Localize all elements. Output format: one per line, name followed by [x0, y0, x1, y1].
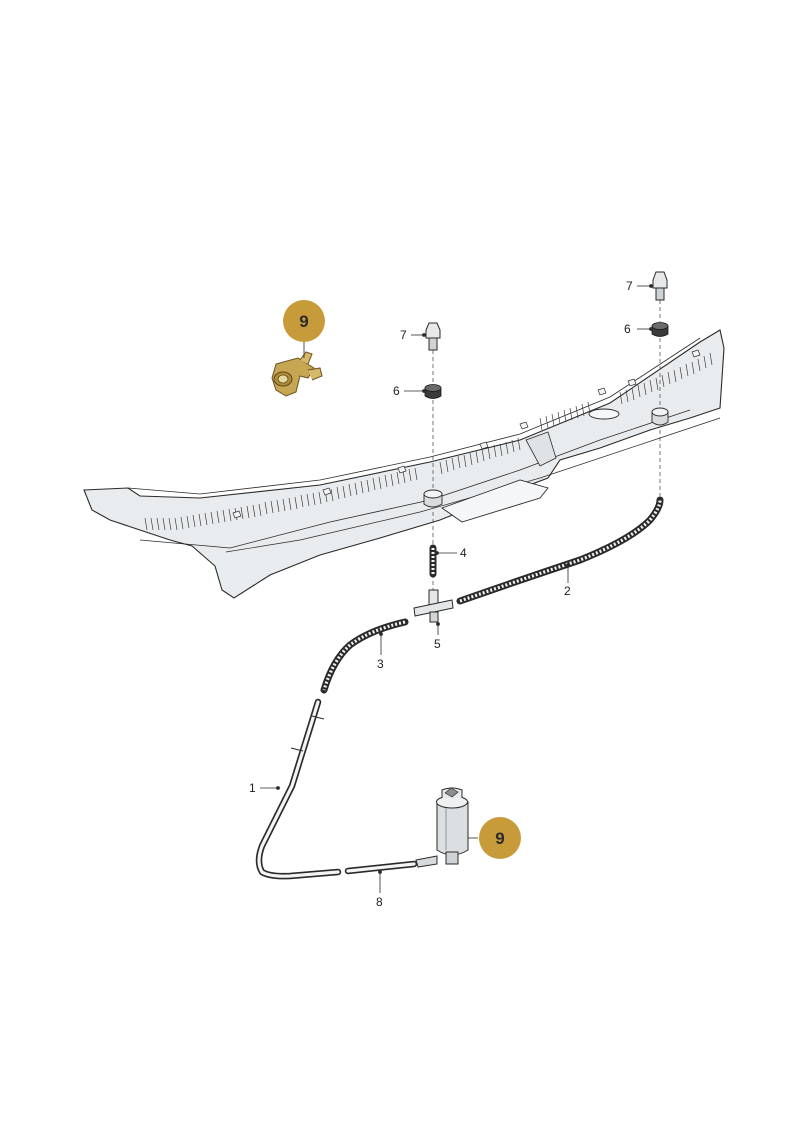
hose-clip-bracket	[271, 351, 323, 397]
hose-8	[344, 860, 418, 875]
callout-7-right: 7	[626, 279, 633, 293]
hose-1	[255, 698, 342, 880]
hose-2	[456, 496, 664, 605]
callout-7-left: 7	[400, 328, 407, 342]
plenum-panel-body	[83, 329, 725, 599]
callout-3: 3	[377, 657, 384, 671]
panel-clip-markers	[232, 349, 701, 519]
callout-5: 5	[434, 637, 441, 651]
callout-1: 1	[249, 781, 256, 795]
washer-nozzle-right	[652, 271, 668, 301]
panel-recess-right	[525, 431, 557, 467]
callout-labels: 7 6 7 6 4 2 3 5 1 8	[249, 279, 633, 909]
washer-pump	[415, 787, 469, 868]
hose-3	[320, 618, 409, 694]
badge-pump: 9	[479, 817, 521, 859]
callout-8: 8	[376, 895, 383, 909]
badge-clip: 9	[283, 300, 325, 342]
panel-recess-left	[441, 479, 549, 523]
callout-6-right: 6	[624, 322, 631, 336]
grommet-right	[651, 322, 669, 337]
grommet-left	[424, 384, 442, 399]
washer-nozzle-left	[425, 322, 441, 351]
nozzle-boss-left	[423, 489, 443, 508]
callout-6-left: 6	[393, 384, 400, 398]
plenum-top-ridge	[127, 337, 701, 495]
t-connector	[413, 589, 454, 623]
leader-lines	[260, 284, 653, 893]
grille-middle	[439, 437, 521, 475]
panel-slot-right	[588, 408, 620, 420]
plenum-panel	[83, 329, 725, 599]
callout-2: 2	[564, 584, 571, 598]
grille-right	[539, 352, 713, 431]
callout-4: 4	[460, 546, 467, 560]
nozzle-boss-right	[651, 407, 669, 426]
badge-clip-label: 9	[299, 312, 308, 331]
badge-pump-label: 9	[495, 829, 504, 848]
